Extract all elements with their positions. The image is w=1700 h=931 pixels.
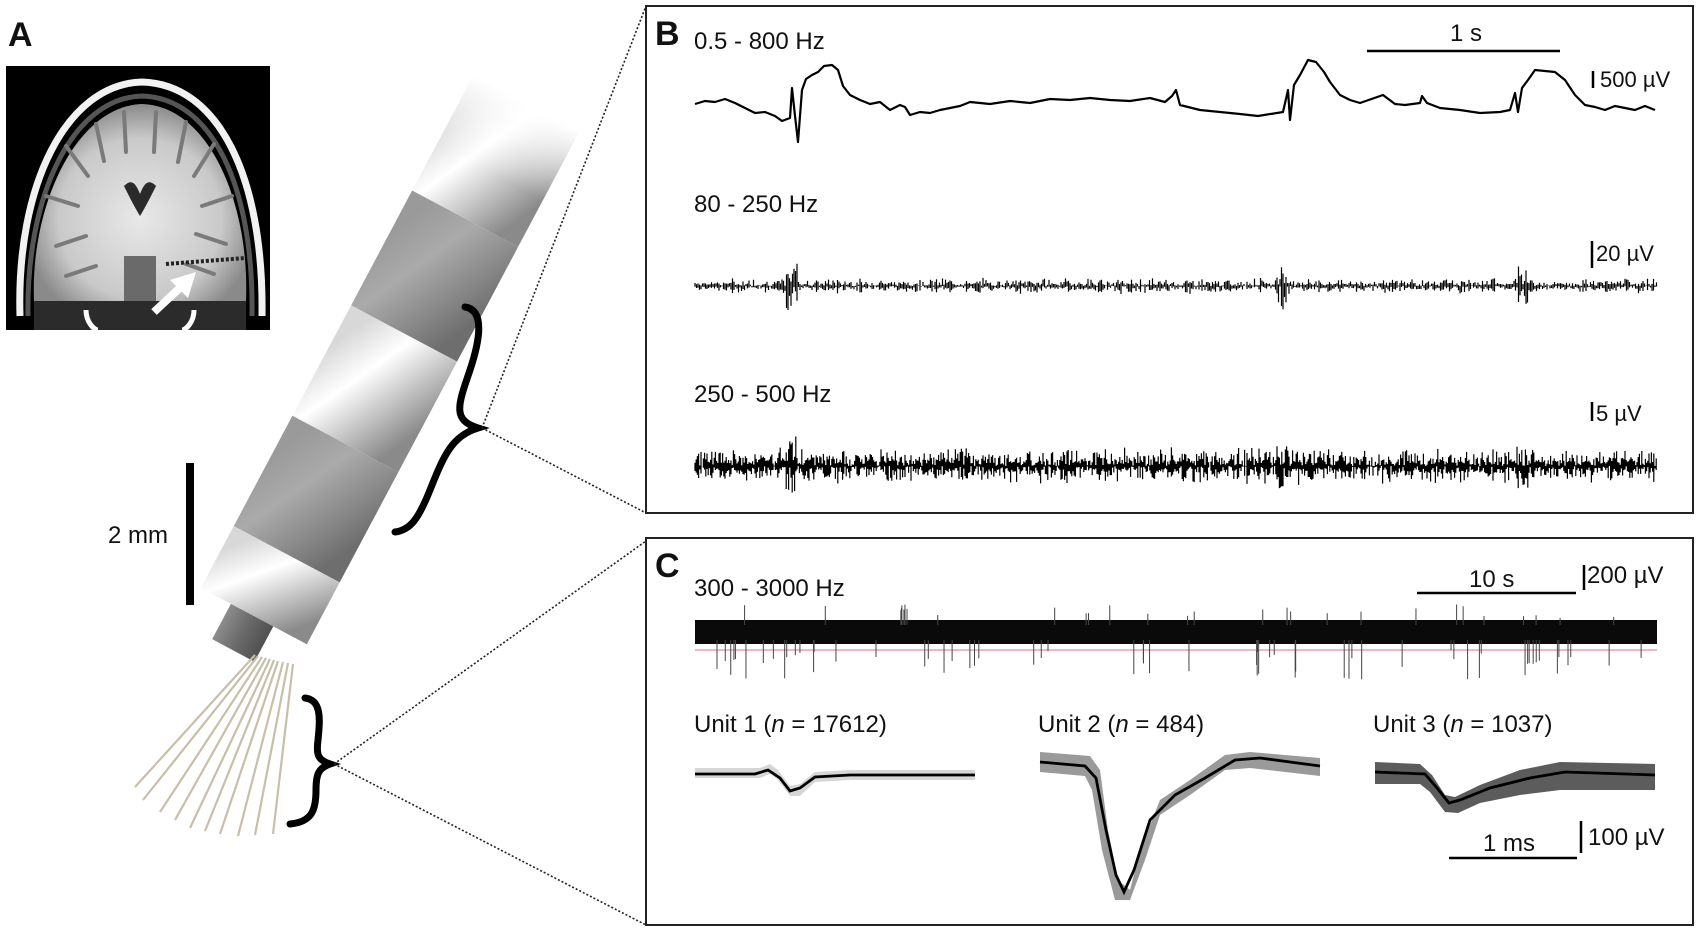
time-scale-10s: 10 s: [1469, 566, 1515, 593]
amp-scale-5uv: 5 µV: [1596, 401, 1642, 426]
unit-2-label: Unit 2 (n = 484): [1038, 711, 1205, 738]
unit-3-label: Unit 3 (n = 1037): [1373, 711, 1553, 738]
shaft-segment: [200, 526, 340, 645]
unit-1-waveforms: [695, 764, 975, 796]
panel-b: [645, 5, 1694, 514]
shaft-segment: [292, 305, 458, 473]
panel-b-letter: B: [655, 15, 680, 53]
waveform-time-scale: 1 ms: [1483, 830, 1536, 857]
zoom-lines: [333, 5, 647, 926]
microwires: [134, 654, 295, 837]
panel-c-letter: C: [655, 547, 680, 585]
band-label-300-3000: 300 - 3000 Hz: [694, 575, 845, 602]
brace-microwires: [286, 694, 342, 828]
unit-2-waveforms: [1039, 752, 1321, 900]
band-label-80-250: 80 - 250 Hz: [694, 191, 819, 218]
contact-ring: [233, 415, 399, 583]
band-label-250-500: 250 - 500 Hz: [694, 381, 832, 408]
electrode-tip: [212, 603, 274, 662]
mri-drawing: [16, 78, 266, 330]
time-scale-1s: 1 s: [1450, 20, 1483, 47]
amp-scale-500uv: 500 µV: [1600, 67, 1671, 92]
unit-3-waveforms: [1374, 762, 1656, 813]
scale-label-2mm: 2 mm: [108, 522, 168, 549]
waveform-amp-scale: 100 µV: [1588, 824, 1665, 851]
brace-macro-contacts: [391, 303, 490, 536]
mri-coronal-image: [6, 66, 270, 330]
amp-scale-20uv: 20 µV: [1596, 241, 1654, 266]
panel-a-letter: A: [8, 16, 33, 54]
band-label-0.5-800: 0.5 - 800 Hz: [694, 28, 825, 55]
amp-scale-200uv: 200 µV: [1587, 562, 1664, 589]
arrow-up-right-icon: [151, 272, 196, 315]
panel-c: [645, 537, 1694, 926]
unit-1-label: Unit 1 (n = 17612): [694, 711, 887, 738]
